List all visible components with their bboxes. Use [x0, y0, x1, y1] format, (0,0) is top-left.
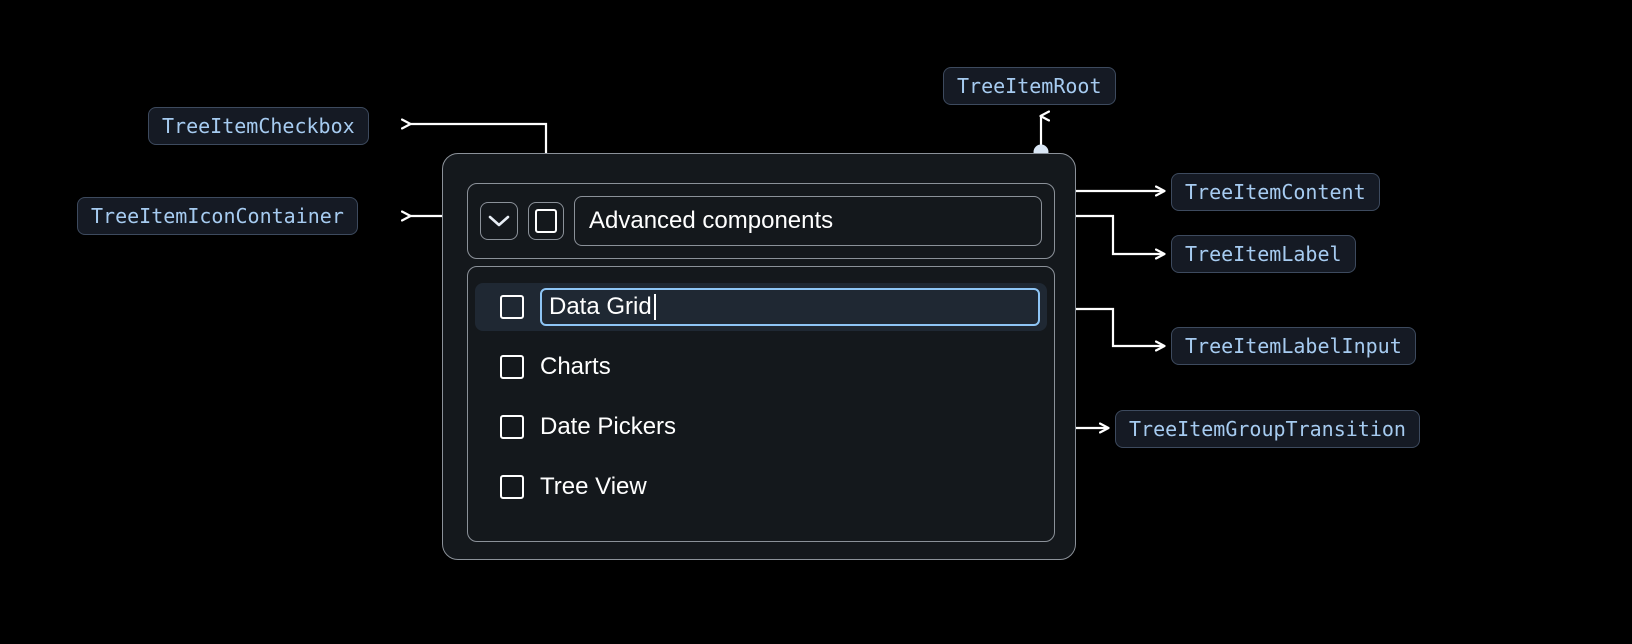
tree-item-label-text: Advanced components	[589, 207, 834, 234]
tree-child-row-date-pickers[interactable]: Date Pickers	[475, 403, 1047, 451]
annotation-chip-tree-item-label: TreeItemLabel	[1171, 235, 1356, 273]
annotation-chip-tree-item-group-transition: TreeItemGroupTransition	[1115, 410, 1420, 448]
checkbox-unchecked-icon[interactable]	[500, 355, 524, 379]
tree-item-content[interactable]: Advanced components	[467, 183, 1055, 259]
tree-child-label: Tree View	[540, 473, 647, 500]
annotation-chip-tree-item-root: TreeItemRoot	[943, 67, 1116, 105]
tree-child-label: Date Pickers	[540, 413, 677, 440]
tree-item-root[interactable]: Advanced components Data Grid Charts Dat…	[442, 153, 1076, 560]
annotation-chip-tree-item-checkbox: TreeItemCheckbox	[148, 107, 369, 145]
annotation-chip-tree-item-content: TreeItemContent	[1171, 173, 1380, 211]
tree-item-label-input-value: Data Grid	[549, 293, 652, 320]
text-caret	[653, 294, 656, 320]
checkbox-unchecked-icon	[535, 209, 557, 233]
checkbox-unchecked-icon[interactable]	[500, 295, 524, 319]
annotation-chip-tree-item-label-input: TreeItemLabelInput	[1171, 327, 1416, 365]
annotation-chip-tree-item-icon-container: TreeItemIconContainer	[77, 197, 358, 235]
tree-item-group-transition: Data Grid Charts Date Pickers Tree View	[467, 266, 1055, 542]
tree-child-label: Charts	[540, 353, 611, 380]
tree-item-checkbox[interactable]	[528, 202, 564, 240]
tree-item-label-input[interactable]: Data Grid	[540, 288, 1040, 326]
tree-child-row-charts[interactable]: Charts	[475, 343, 1047, 391]
tree-child-row-tree-view[interactable]: Tree View	[475, 463, 1047, 511]
checkbox-unchecked-icon[interactable]	[500, 415, 524, 439]
tree-item-icon-container[interactable]	[480, 202, 518, 240]
chevron-down-icon	[488, 214, 510, 228]
tree-item-label[interactable]: Advanced components	[574, 196, 1042, 246]
tree-child-row-data-grid[interactable]: Data Grid	[475, 283, 1047, 331]
checkbox-unchecked-icon[interactable]	[500, 475, 524, 499]
